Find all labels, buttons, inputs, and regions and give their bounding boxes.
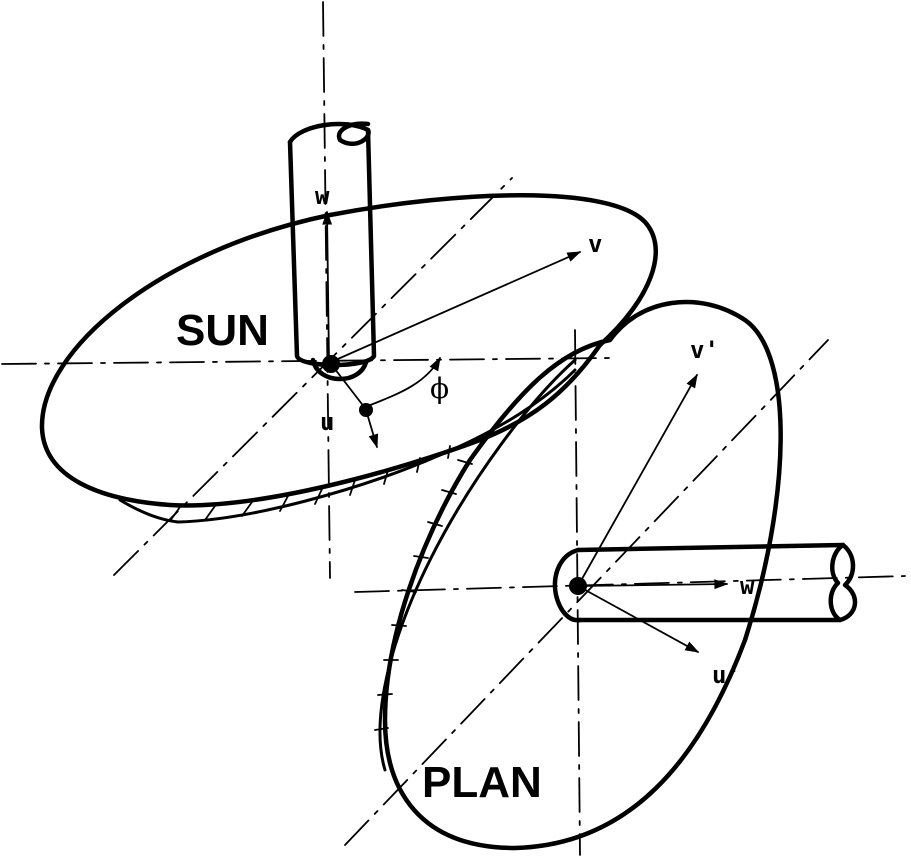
planet-disk-rim [378, 358, 577, 772]
sun-gear [39, 121, 658, 524]
planet-gear-label: PLAN [422, 758, 542, 807]
sun-disk-outline [39, 193, 658, 508]
planet-vertical-centerline [574, 329, 581, 856]
sun-diagonal-centerline [113, 177, 513, 576]
planet-v-label: v' [690, 336, 719, 364]
planet-rim-hatching [374, 459, 473, 731]
sun-v-label: v [588, 230, 602, 258]
sun-shaft-top [287, 121, 371, 147]
sun-u-axis-arrow [365, 409, 379, 449]
sun-gear-label: SUN [176, 306, 269, 355]
planet-disk-outline [382, 299, 783, 851]
sun-u-axis-line [330, 363, 366, 409]
sun-shaft-body [287, 127, 377, 368]
sun-vertical-centerline [322, 1, 331, 579]
sun-u-label: u [320, 408, 334, 436]
planet-shaft-end [828, 542, 858, 623]
planet-w-label: w' [740, 572, 769, 600]
angle-arc [367, 356, 441, 407]
planet-horizontal-centerline [354, 575, 906, 593]
sun-v-axis-arrow [330, 251, 582, 363]
planet-shaft-hub [552, 547, 583, 623]
planet-u-label: u' [712, 661, 741, 689]
sun-w-axis-arrow [322, 210, 333, 363]
angle-phi-label: ϕ [430, 372, 449, 405]
planet-v-axis-arrow [577, 373, 698, 587]
planet-diagonal-centerline [344, 339, 829, 846]
sun-shaft-hub [310, 357, 369, 382]
planet-u-axis-arrow [577, 585, 700, 653]
sun-disk-rim [118, 368, 577, 524]
sun-w-label: w [315, 182, 330, 210]
planet-gear [374, 299, 858, 851]
sun-rim-hatching [169, 445, 451, 522]
planet-w-axis-arrow [579, 579, 729, 590]
planet-shaft-body [575, 542, 846, 623]
